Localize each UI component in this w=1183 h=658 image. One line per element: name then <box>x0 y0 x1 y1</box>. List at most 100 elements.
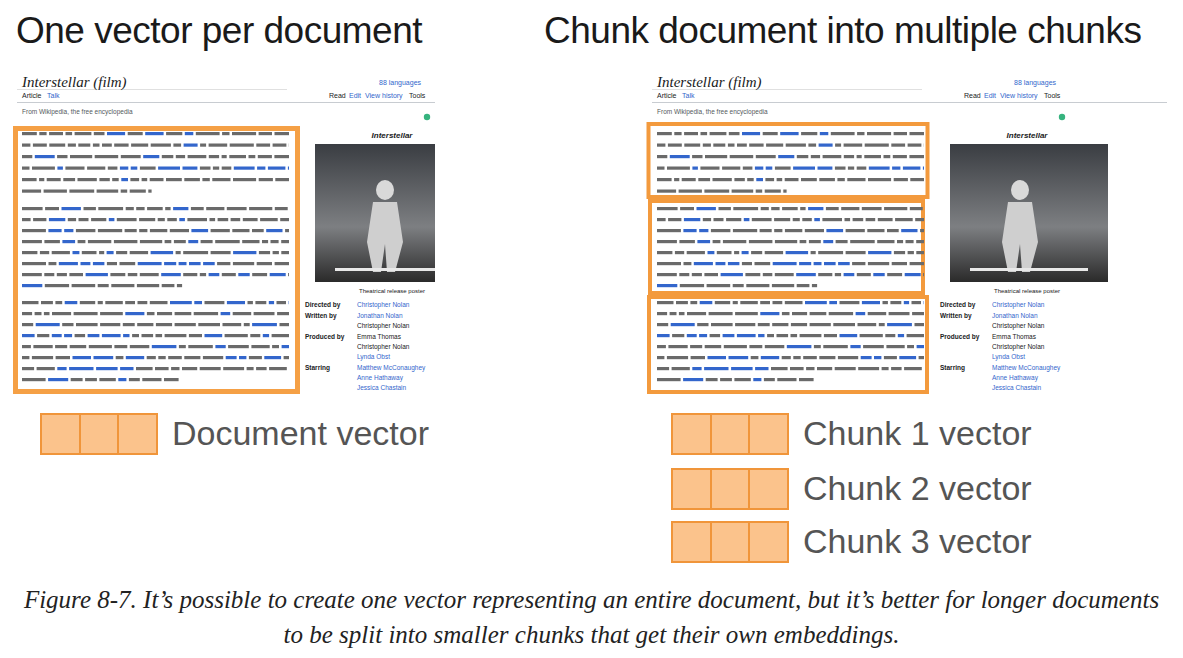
text-line <box>657 345 666 348</box>
text-line <box>818 251 843 254</box>
text-line <box>170 229 189 232</box>
vector-cell-divider <box>710 415 712 453</box>
text-line <box>171 367 179 370</box>
text-line <box>280 323 290 326</box>
text-line <box>857 273 871 276</box>
vector-icon <box>40 413 158 455</box>
text-line <box>285 229 289 232</box>
text-line <box>831 132 855 135</box>
text-line <box>657 190 676 193</box>
text-line <box>194 312 218 315</box>
text-line <box>699 229 708 232</box>
text-line <box>836 240 848 243</box>
text-line <box>910 207 923 210</box>
text-line <box>862 301 880 304</box>
text-line <box>65 167 84 170</box>
text-line <box>187 218 207 221</box>
text-line <box>130 345 150 348</box>
text-line <box>923 144 924 147</box>
text-line <box>883 301 888 304</box>
text-line <box>120 167 128 170</box>
page-text: Emma Thomas <box>992 334 1036 341</box>
text-line <box>226 356 237 359</box>
text-line <box>22 323 33 326</box>
text-line <box>749 345 762 348</box>
text-line <box>150 229 167 232</box>
text-line <box>147 356 156 359</box>
text-line <box>760 312 779 315</box>
vector-label: Chunk 2 vector <box>803 470 1032 507</box>
vector-cell-divider <box>79 415 81 453</box>
text-line <box>765 190 781 193</box>
text-line <box>259 178 273 181</box>
text-line <box>657 367 669 370</box>
vector-icon <box>671 521 789 563</box>
text-line <box>810 312 827 315</box>
text-line <box>868 178 891 181</box>
text-line <box>733 301 738 304</box>
text-line <box>745 273 760 276</box>
text-line <box>657 251 672 254</box>
text-line <box>772 284 794 287</box>
text-line <box>717 251 732 254</box>
text-line <box>22 229 46 232</box>
text-line <box>234 167 255 170</box>
text-line <box>223 367 244 370</box>
text-line <box>923 273 925 276</box>
page-text: Matthew McConaughey <box>357 365 425 372</box>
text-line <box>200 367 221 370</box>
text-line <box>793 218 800 221</box>
text-line <box>710 132 727 135</box>
text-line <box>275 132 290 135</box>
text-line <box>188 345 213 348</box>
page-text: Matthew McConaughey <box>992 365 1060 372</box>
text-line <box>128 273 138 276</box>
text-line <box>703 218 711 221</box>
text-line <box>867 229 884 232</box>
text-line <box>826 229 843 232</box>
page-text: Written by <box>940 313 972 320</box>
text-line <box>88 334 100 337</box>
text-line <box>915 323 925 326</box>
text-line <box>700 167 719 170</box>
text-line <box>835 144 841 147</box>
text-line <box>706 378 718 381</box>
text-line <box>120 262 136 265</box>
text-line <box>252 229 264 232</box>
text-line <box>215 345 225 348</box>
text-line <box>731 367 753 370</box>
text-line <box>774 218 790 221</box>
page-text: Christopher Nolan <box>992 323 1044 330</box>
text-line <box>657 334 670 337</box>
text-line <box>142 334 154 337</box>
text-line <box>189 262 201 265</box>
text-line <box>657 312 667 315</box>
text-line <box>909 155 924 158</box>
text-line <box>920 229 924 232</box>
text-line <box>732 190 754 193</box>
text-line <box>765 251 783 254</box>
text-line <box>824 262 836 265</box>
page-illustration <box>652 72 1167 395</box>
text-line <box>809 240 821 243</box>
text-line <box>674 132 681 135</box>
text-line <box>143 155 159 158</box>
text-line <box>125 229 137 232</box>
text-line <box>64 229 73 232</box>
text-line <box>742 251 749 254</box>
text-line <box>687 312 706 315</box>
text-line <box>867 132 891 135</box>
text-line <box>209 155 219 158</box>
text-line <box>188 155 207 158</box>
text-line <box>152 345 177 348</box>
text-line <box>847 178 865 181</box>
text-line <box>724 345 747 348</box>
vector-cell-divider <box>748 470 750 508</box>
text-line <box>723 240 746 243</box>
text-line <box>708 356 727 359</box>
text-line <box>68 144 76 147</box>
vector-cell-divider <box>748 415 750 453</box>
text-line <box>690 345 702 348</box>
text-line <box>248 301 253 304</box>
text-line <box>145 132 163 135</box>
